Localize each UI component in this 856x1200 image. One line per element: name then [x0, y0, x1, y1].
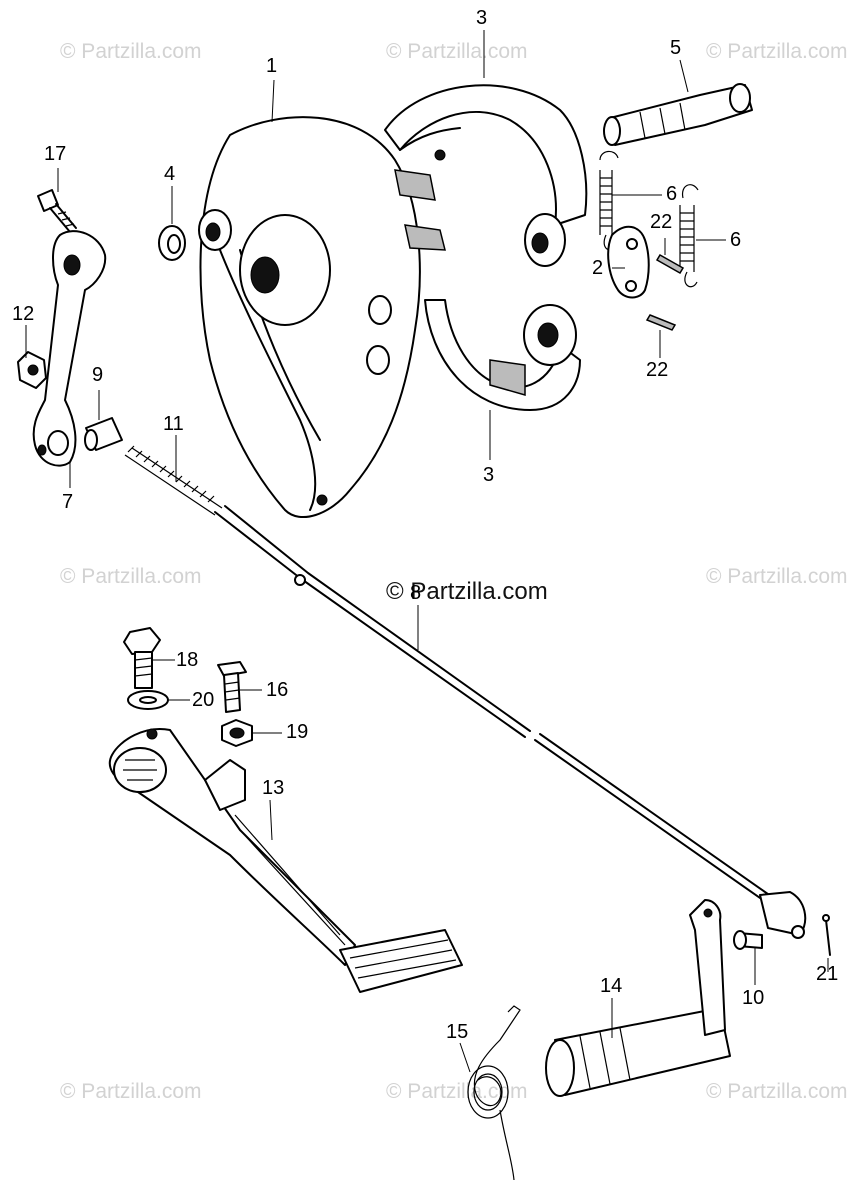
callout-13: 13	[262, 777, 285, 799]
part-21-cotter-pin	[822, 914, 831, 956]
part-13-brake-pedal	[108, 728, 463, 993]
callout-9: 9	[92, 364, 104, 386]
callout-19: 19	[286, 721, 309, 743]
part-14-brake-shaft	[545, 899, 731, 1097]
leader-lines	[25, 30, 829, 1073]
watermark-bottom-left: © Partzilla.com	[60, 1080, 202, 1103]
part-22-pin-upper	[655, 253, 685, 275]
watermark-top-right: © Partzilla.com	[706, 40, 848, 63]
callout-2: 2	[592, 257, 604, 279]
callout-6-right: 6	[730, 229, 742, 251]
part-16-bolt	[217, 661, 247, 713]
part-6-spring-right	[679, 184, 699, 288]
part-5-brake-cam	[603, 83, 753, 146]
part-17-bolt	[37, 189, 77, 233]
part-4-washer	[158, 225, 186, 261]
part-7-brake-arm	[32, 230, 107, 467]
watermark-center: © Partzilla.com	[386, 578, 548, 605]
part-19-nut	[221, 719, 253, 747]
watermark-top-left: © Partzilla.com	[60, 40, 202, 63]
callout-18: 18	[176, 649, 199, 671]
callout-3-bottom: 3	[483, 464, 495, 486]
callout-10: 10	[742, 987, 765, 1009]
callout-4: 4	[164, 163, 176, 185]
part-3-brake-shoe-upper	[384, 84, 588, 267]
part-9-joint	[84, 417, 123, 451]
callout-22-bottom: 22	[646, 359, 669, 381]
watermark-bottom-center: © Partzilla.com	[386, 1080, 528, 1103]
part-10-pin	[733, 930, 763, 950]
part-18-bolt	[123, 627, 161, 689]
part-20-washer	[127, 690, 169, 710]
callout-16: 16	[266, 679, 289, 701]
part-11-spring	[124, 445, 223, 516]
part-1-brake-panel	[198, 116, 446, 519]
callout-11: 11	[163, 413, 184, 435]
part-12-nut	[17, 351, 47, 389]
callout-8: 8	[410, 582, 422, 604]
part-8-brake-rod	[214, 505, 807, 939]
part-15-return-spring	[467, 1005, 521, 1181]
callout-3-top: 3	[476, 7, 488, 29]
watermark-top-center: © Partzilla.com	[386, 40, 528, 63]
callout-5: 5	[670, 37, 682, 59]
callout-21: 21	[816, 963, 839, 985]
callout-6-left: 6	[666, 183, 678, 205]
callout-15: 15	[446, 1021, 469, 1043]
callout-22-top: 22	[650, 211, 673, 233]
callout-1: 1	[266, 55, 278, 77]
part-2-plate	[607, 225, 650, 299]
callout-20: 20	[192, 689, 215, 711]
watermark-bottom-right: © Partzilla.com	[706, 1080, 848, 1103]
callout-14: 14	[600, 975, 623, 997]
part-3-brake-shoe-lower	[424, 299, 581, 411]
part-22-pin-lower	[645, 314, 677, 331]
watermark-middle-right: © Partzilla.com	[706, 565, 848, 588]
watermark-middle-left: © Partzilla.com	[60, 565, 202, 588]
callout-7: 7	[62, 491, 74, 513]
callout-17: 17	[44, 143, 67, 165]
callout-12: 12	[12, 303, 35, 325]
